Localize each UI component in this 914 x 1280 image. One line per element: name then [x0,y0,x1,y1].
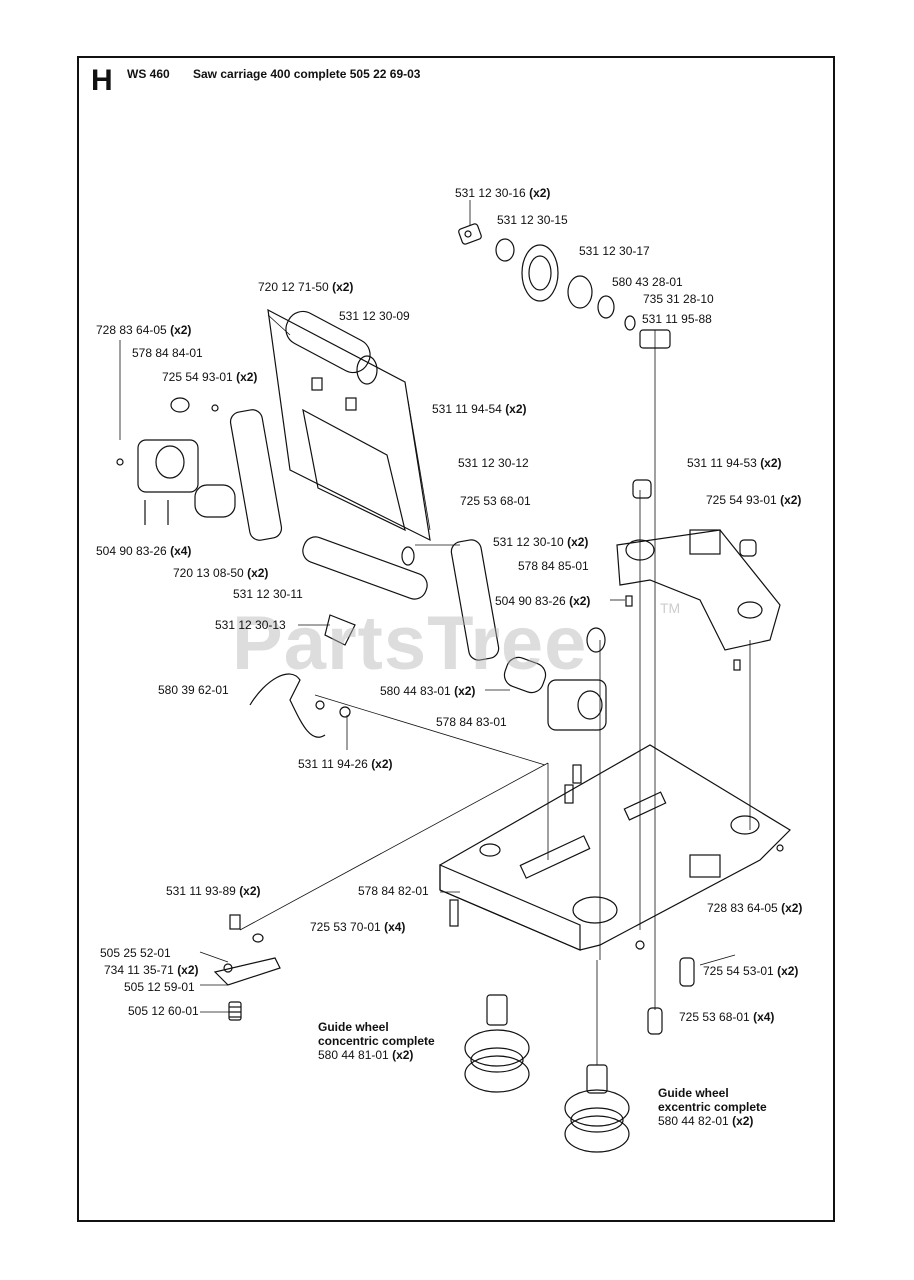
part-label[interactable]: 531 12 30-17 [579,244,650,258]
part-label[interactable]: 578 84 84-01 [132,346,203,360]
upper-rail [616,479,781,651]
part-label[interactable]: 728 83 64-05 (x2) [96,323,192,337]
watermark-trademark: TM [660,600,681,616]
part-label[interactable]: 531 12 30-12 [458,456,529,470]
upper-frame-plate [267,308,431,542]
part-label[interactable]: 505 12 60-01 [128,1004,199,1018]
part-label[interactable]: 504 90 83-26 (x4) [96,544,192,558]
part-label[interactable]: 578 84 83-01 [436,715,507,729]
part-label[interactable]: 725 53 68-01 (x4) [679,1010,775,1024]
part-label[interactable]: 735 31 28-10 [643,292,714,306]
part-label[interactable]: 578 84 85-01 [518,559,589,573]
part-label[interactable]: 720 12 71-50 (x2) [258,280,354,294]
part-label[interactable]: 531 12 30-13 [215,618,286,632]
part-label[interactable]: 578 84 82-01 [358,884,429,898]
part-label[interactable]: 734 11 35-71 (x2) [104,963,199,977]
part-label[interactable]: 725 53 70-01 (x4) [310,920,406,934]
part-label[interactable]: 725 54 93-01 (x2) [706,493,802,507]
assembly-caption-excentric[interactable]: Guide wheel excentric complete 580 44 82… [658,1086,767,1128]
part-label[interactable]: 531 11 94-53 (x2) [687,456,782,470]
top-fastener-stack [458,223,671,349]
guide-wheel-excentric [564,1064,630,1153]
part-label[interactable]: 531 12 30-09 [339,309,410,323]
part-label[interactable]: 580 39 62-01 [158,683,229,697]
part-label[interactable]: 531 11 93-89 (x2) [166,884,261,898]
cable-clip [249,673,351,738]
section-letter: H [91,64,113,97]
model-name: WS 460 [127,67,170,81]
part-label[interactable]: 725 54 93-01 (x2) [162,370,258,384]
watermark: PartsTree [232,601,588,686]
diagram-frame [77,56,835,1222]
part-label[interactable]: 720 13 08-50 (x2) [173,566,269,580]
part-label[interactable]: 504 90 83-26 (x2) [495,594,591,608]
part-label[interactable]: 505 12 59-01 [124,980,195,994]
part-label[interactable]: 531 12 30-15 [497,213,568,227]
part-label[interactable]: 531 12 30-11 [233,587,303,601]
part-label[interactable]: 531 12 30-16 (x2) [455,186,551,200]
middle-shaft-and-bracket [302,536,607,731]
part-label[interactable]: 531 11 95-88 [642,312,712,326]
part-label[interactable]: 728 83 64-05 (x2) [707,901,803,915]
leader-lines [119,200,751,1065]
guide-wheel-concentric [464,994,530,1093]
diagram-title: Saw carriage 400 complete 505 22 69-03 [193,67,421,81]
part-label[interactable]: 725 53 68-01 [460,494,531,508]
part-label[interactable]: 505 25 52-01 [100,946,171,960]
part-label[interactable]: 580 44 83-01 (x2) [380,684,476,698]
part-label[interactable]: 531 11 94-54 (x2) [432,402,527,416]
left-bracket-assembly [116,397,283,541]
part-label[interactable]: 580 43 28-01 [612,275,683,289]
assembly-caption-concentric[interactable]: Guide wheel concentric complete 580 44 8… [318,1020,435,1062]
part-label[interactable]: 531 11 94-26 (x2) [298,757,393,771]
part-label[interactable]: 725 54 53-01 (x2) [703,964,799,978]
part-label[interactable]: 531 12 30-10 (x2) [493,535,589,549]
base-plate [439,744,791,951]
pins [449,595,741,1035]
lever-and-spring [213,914,281,1021]
